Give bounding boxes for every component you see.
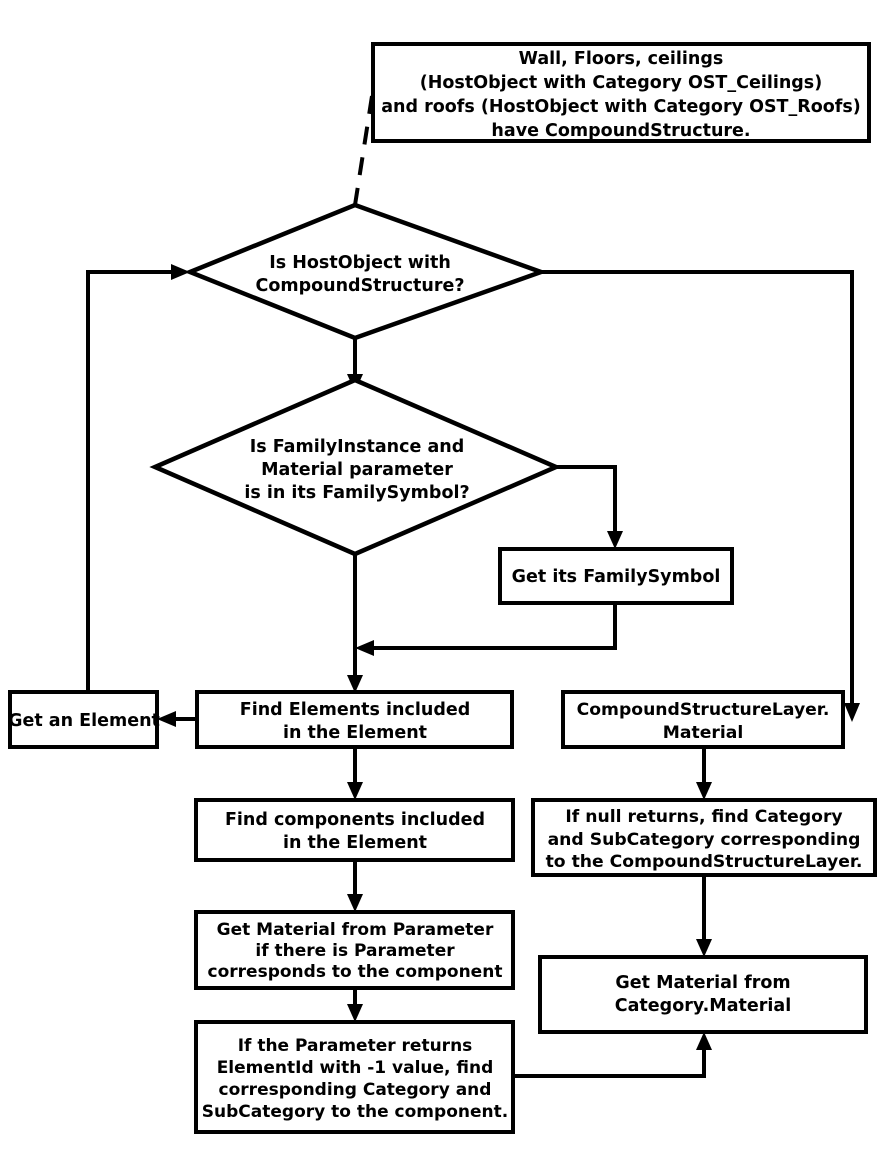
arrow-head-icon: [347, 782, 363, 800]
node-if-parameter-returns-elementid[interactable]: If the Parameter returns ElementId with …: [194, 1020, 515, 1134]
edge-if-parameter-returns-to-get-material-category: [513, 1045, 706, 1078]
if-parameter-returns-elementid-line-3: corresponding Category and: [219, 1080, 492, 1100]
edge-get-family-symbol-to-spine: [368, 603, 617, 650]
get-an-element-line-1: Get an Element: [8, 711, 160, 731]
arrow-head-icon: [607, 531, 623, 549]
arrow-head-icon: [696, 782, 712, 800]
get-material-from-parameter-line-2: if there is Parameter: [255, 941, 455, 961]
node-get-material-from-parameter[interactable]: Get Material from Parameter if there is …: [194, 910, 515, 990]
compound-structure-layer-material-line-1: CompoundStructureLayer.: [577, 700, 830, 720]
edge-decision-familyinstance-to-get-family-symbol: [556, 465, 617, 536]
node-get-family-symbol[interactable]: Get its FamilySymbol: [498, 547, 734, 605]
if-null-returns-line-1: If null returns, find Category: [565, 807, 842, 827]
note-compound-structure-line-3: and roofs (HostObject with Category OST_…: [381, 97, 861, 117]
arrow-head-icon: [355, 640, 374, 656]
arrow-head-icon: [347, 894, 363, 912]
decision-familyinstance-line-1: Is FamilyInstance and: [250, 437, 465, 457]
if-null-returns-line-2: and SubCategory corresponding: [548, 830, 861, 850]
node-find-components-included[interactable]: Find components included in the Element: [194, 798, 515, 862]
edge-note-to-decision-hostobject: [353, 95, 374, 206]
find-components-included-line-2: in the Element: [283, 833, 427, 853]
get-material-from-category-line-2: Category.Material: [615, 996, 791, 1016]
find-elements-included-line-1: Find Elements included: [240, 700, 471, 720]
compound-structure-layer-material-line-2: Material: [663, 723, 743, 743]
edge-layer: [86, 95, 860, 1078]
arrow-head-icon: [171, 264, 190, 280]
node-decision-hostobject[interactable]: Is HostObject with CompoundStructure?: [183, 202, 548, 341]
arrow-head-icon: [347, 1004, 363, 1022]
note-compound-structure-line-1: Wall, Floors, ceilings: [519, 49, 724, 69]
arrow-head-icon: [347, 675, 363, 693]
decision-hostobject-line-1: Is HostObject with: [269, 253, 451, 273]
decision-hostobject-line-2: CompoundStructure?: [255, 276, 464, 296]
arrow-head-icon: [696, 939, 712, 957]
get-material-from-category-line-1: Get Material from: [615, 973, 790, 993]
decision-familyinstance-line-3: is in its FamilySymbol?: [244, 483, 469, 503]
node-find-elements-included[interactable]: Find Elements included in the Element: [195, 690, 514, 749]
get-family-symbol-line-1: Get its FamilySymbol: [512, 567, 721, 587]
if-null-returns-line-3: to the CompoundStructureLayer.: [546, 852, 863, 872]
if-parameter-returns-elementid-line-2: ElementId with -1 value, find: [217, 1058, 494, 1078]
if-parameter-returns-elementid-line-4: SubCategory to the component.: [202, 1102, 508, 1122]
edge-decision-hostobject-to-compound-structure-layer: [541, 270, 854, 708]
node-get-an-element[interactable]: Get an Element: [8, 690, 160, 749]
edge-get-an-element-to-decision-hostobject: [86, 270, 177, 692]
get-material-from-parameter-line-1: Get Material from Parameter: [217, 920, 494, 940]
arrow-head-icon: [844, 703, 860, 722]
node-note-compound-structure: Wall, Floors, ceilings (HostObject with …: [371, 42, 871, 143]
node-get-material-from-category[interactable]: Get Material from Category.Material: [538, 955, 868, 1034]
get-material-from-parameter-line-3: corresponds to the component: [208, 962, 503, 982]
node-compound-structure-layer-material[interactable]: CompoundStructureLayer. Material: [561, 690, 845, 749]
note-compound-structure-line-2: (HostObject with Category OST_Ceilings): [420, 73, 822, 93]
node-if-null-returns[interactable]: If null returns, find Category and SubCa…: [531, 798, 877, 877]
find-elements-included-line-2: in the Element: [283, 723, 427, 743]
arrow-head-icon: [696, 1032, 712, 1050]
node-decision-familyinstance[interactable]: Is FamilyInstance and Material parameter…: [149, 377, 562, 557]
find-components-included-line-1: Find components included: [225, 810, 485, 830]
decision-familyinstance-line-2: Material parameter: [261, 460, 453, 480]
arrow-head-icon: [157, 711, 176, 727]
if-parameter-returns-elementid-line-1: If the Parameter returns: [238, 1036, 473, 1056]
note-compound-structure-line-4: have CompoundStructure.: [491, 121, 750, 141]
